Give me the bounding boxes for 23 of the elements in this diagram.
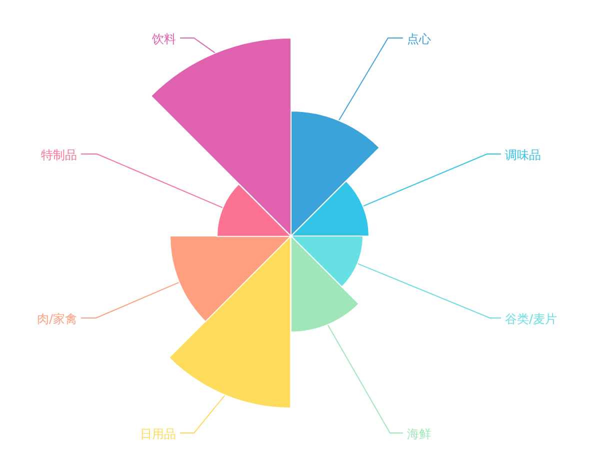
category-label: 饮料 <box>152 31 176 47</box>
category-label: 日用品 <box>140 426 176 442</box>
category-label: 谷类/麦片 <box>505 311 558 327</box>
leader-line <box>180 38 216 54</box>
leader-line <box>80 282 180 318</box>
rose-sector <box>291 236 363 287</box>
leader-line <box>362 154 502 207</box>
category-label: 海鲜 <box>407 426 431 442</box>
rose-sector <box>169 236 291 408</box>
rose-sector <box>291 236 359 332</box>
leader-line <box>327 324 404 434</box>
category-label: 点心 <box>407 31 431 47</box>
leader-line <box>180 394 226 434</box>
leader-line <box>80 154 224 208</box>
rose-sector <box>291 111 380 236</box>
category-label: 肉/家禽 <box>36 311 77 327</box>
rose-sector <box>217 184 291 236</box>
rose-sector <box>170 236 291 322</box>
leader-line <box>357 263 502 318</box>
category-label: 调味品 <box>505 147 541 163</box>
leader-line <box>338 38 404 122</box>
rose-sector <box>291 180 369 236</box>
category-label: 特制品 <box>41 147 77 163</box>
